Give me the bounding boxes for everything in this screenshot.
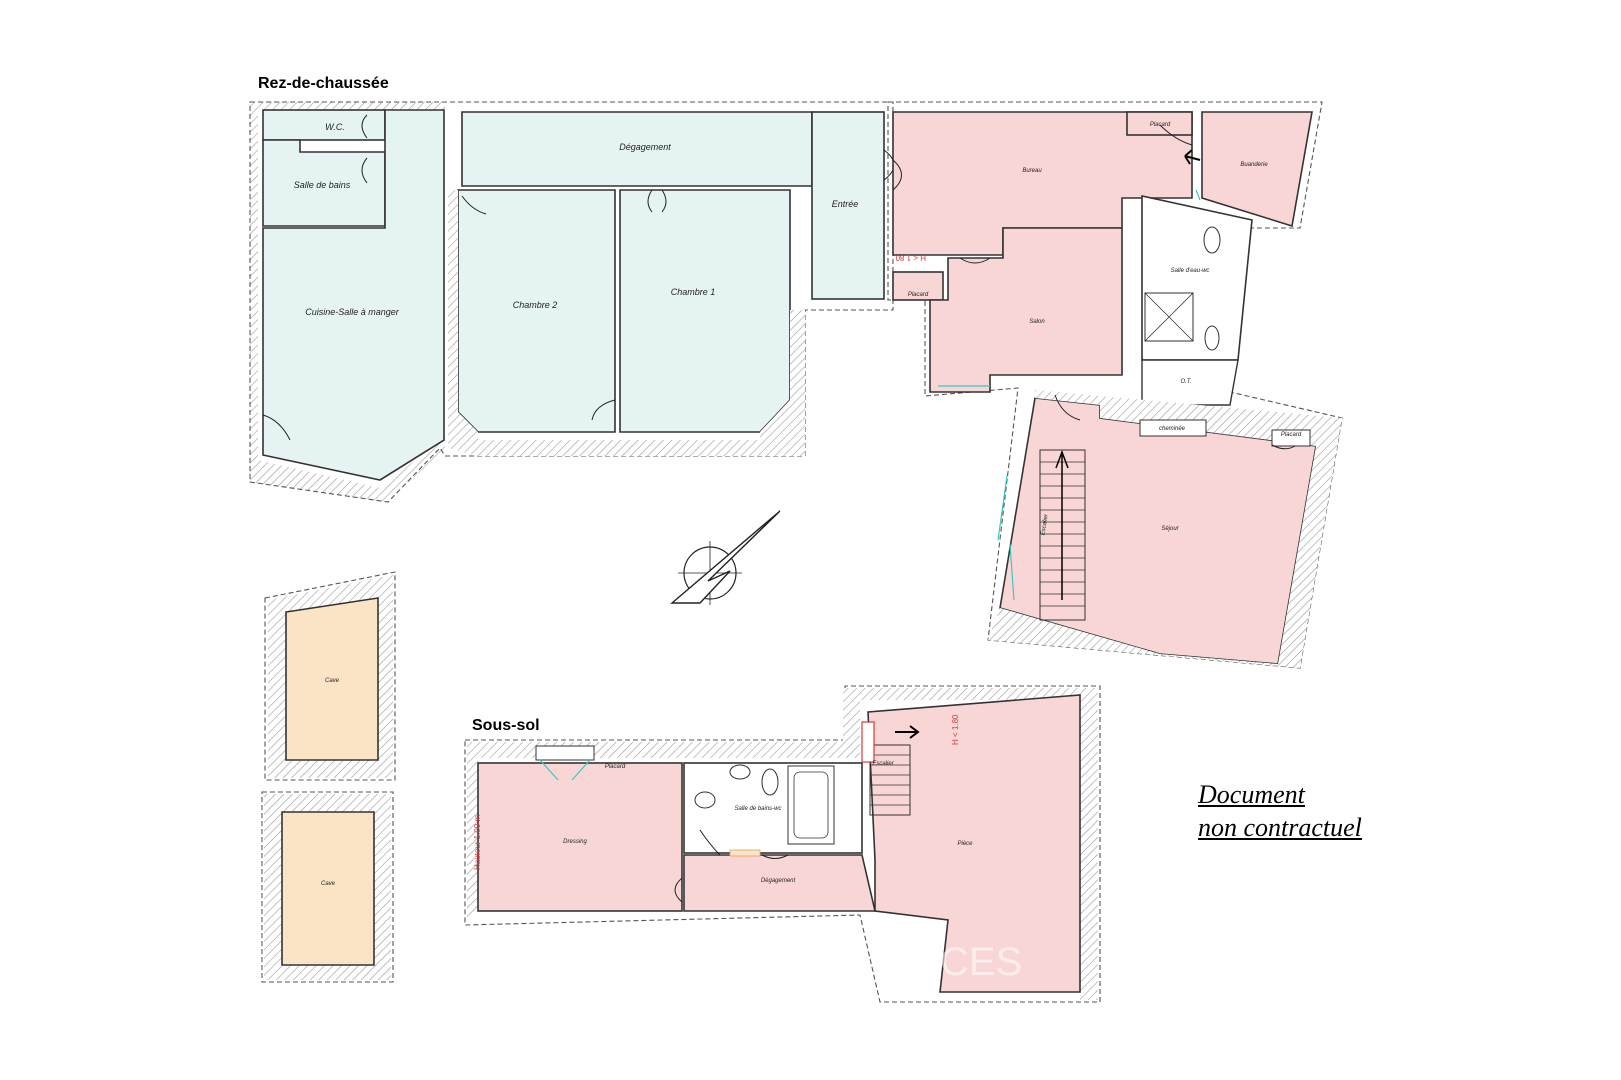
- room-entrance: [811, 111, 885, 300]
- label-bedroom-1: Chambre 1: [671, 287, 716, 297]
- room-bedroom-2: [457, 189, 616, 433]
- disclaimer: Document non contractuel: [1198, 778, 1362, 844]
- room-shower: [1141, 195, 1253, 361]
- room-bathroom-basement: [683, 762, 863, 854]
- label-living: Salon: [1029, 319, 1045, 325]
- label-basement-room: Pièce: [957, 841, 973, 847]
- label-cellar-2: Cave: [321, 881, 336, 887]
- label-wc: W.C.: [325, 122, 345, 132]
- room-cellar-2: [281, 811, 375, 966]
- room-wc: [262, 109, 386, 141]
- label-closet-1: Placard: [1150, 122, 1171, 128]
- room-closet-1: [1126, 111, 1193, 136]
- disclaimer-line-2: non contractuel: [1198, 813, 1362, 842]
- label-closet-3: Placard: [1281, 432, 1302, 438]
- label-basement-bathroom: Salle de bains-wc: [734, 806, 781, 812]
- room-dressing: [477, 762, 683, 912]
- compass-rose: [670, 510, 781, 605]
- label-lounge: Séjour: [1161, 526, 1179, 532]
- cellars: [261, 571, 396, 983]
- label-ot: O.T.: [1180, 379, 1191, 385]
- label-bedroom-2: Chambre 2: [513, 300, 558, 310]
- room-bedroom-1: [619, 189, 791, 433]
- room-basement-room: [867, 694, 1081, 993]
- staircase-ground: [1039, 449, 1086, 621]
- ground-floor-left-wing: [249, 101, 895, 503]
- room-laundry: [1201, 111, 1313, 228]
- label-hallway: Dégagement: [619, 142, 671, 152]
- label-bathroom: Salle de bains: [294, 180, 351, 190]
- label-kitchen-dining: Cuisine-Salle à manger: [305, 307, 400, 317]
- label-office: Bureau: [1022, 168, 1042, 174]
- room-living: [929, 227, 1123, 393]
- height-note-basement-1: H < 1.80: [951, 714, 960, 745]
- disclaimer-line-1: Document: [1198, 780, 1305, 809]
- label-basement-hallway: Dégagement: [761, 878, 796, 884]
- label-basement-closet: Placard: [605, 764, 626, 770]
- label-laundry: Buanderie: [1240, 162, 1268, 168]
- label-fireplace: cheminée: [1159, 426, 1186, 432]
- height-note-basement-2: Hauteur 1.00 m: [473, 815, 482, 870]
- staircase-basement: [861, 721, 920, 816]
- room-closet-2: [892, 271, 944, 301]
- label-cellar-1: Cave: [325, 678, 340, 684]
- label-staircase: Escalier: [1040, 513, 1050, 536]
- label-dressing: Dressing: [563, 839, 587, 845]
- basement-plan: [464, 685, 1101, 1003]
- label-shower-room: Salle d'eau-wc: [1171, 268, 1210, 274]
- room-cellar-1: [285, 597, 379, 761]
- basement-title: Sous-sol: [472, 717, 540, 734]
- room-kitchen-dining: [262, 109, 445, 481]
- watermark: CES: [940, 940, 1022, 984]
- label-basement-staircase: Escalier: [872, 761, 894, 767]
- ground-floor-title: Rez-de-chaussée: [258, 75, 389, 92]
- label-entrance: Entrée: [832, 199, 859, 209]
- label-closet-2: Placard: [908, 292, 929, 298]
- height-note-ground: H < 1.80: [895, 253, 926, 262]
- ground-floor-right-wing: [887, 101, 1343, 669]
